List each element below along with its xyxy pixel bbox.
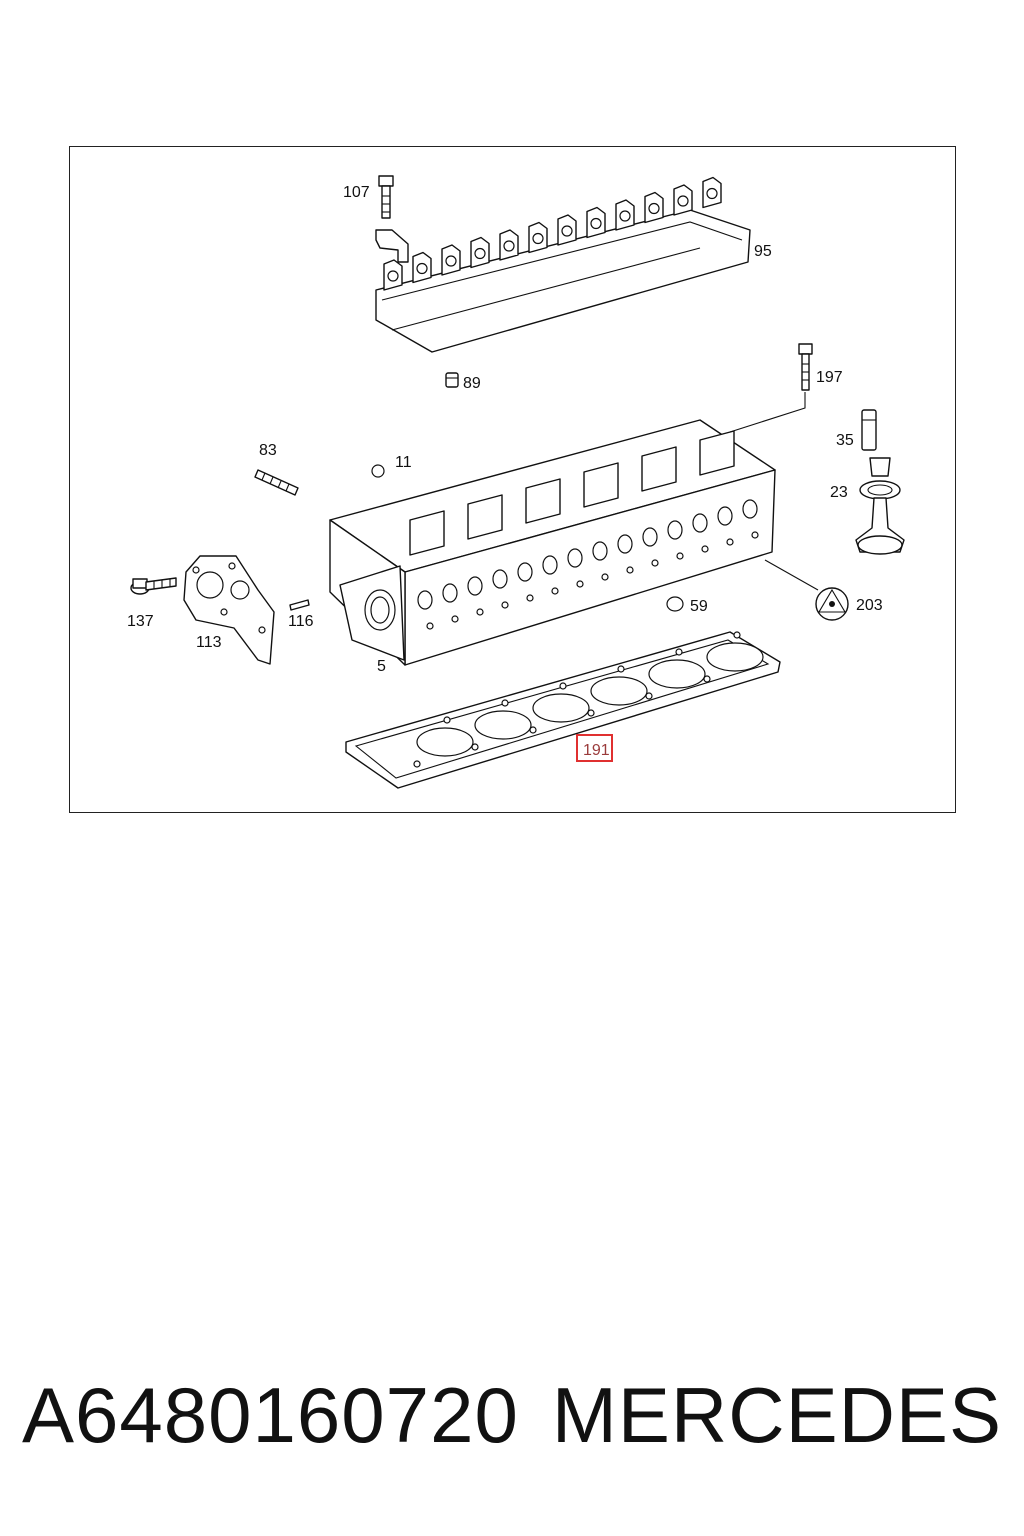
bolt-hole [426, 622, 434, 630]
head-port [717, 506, 733, 526]
gasket-hole [675, 648, 683, 656]
stud-83 [254, 469, 299, 496]
bolt-hole [751, 531, 759, 539]
bolt-197 [729, 343, 813, 433]
head-bay [641, 446, 677, 492]
highlight-box [576, 734, 613, 762]
rocker-roller [706, 187, 718, 200]
callout-59: 59 [690, 598, 708, 615]
head-port [567, 548, 583, 568]
gasket-hole [617, 665, 625, 673]
gasket-bore [416, 727, 474, 757]
gasket-hole [471, 743, 479, 751]
head-bay [525, 478, 561, 524]
callout-203: 203 [856, 597, 883, 614]
gasket-hole [501, 699, 509, 707]
brand-name: MERCEDES [551, 1371, 1002, 1459]
gasket-hole [443, 716, 451, 724]
callout-107: 107 [343, 184, 370, 201]
oring-11 [371, 464, 385, 478]
rocker-roller [590, 217, 602, 230]
gasket-hole [587, 709, 595, 717]
head-port [517, 562, 533, 582]
plug-203 [764, 559, 849, 621]
bolt-hole [726, 538, 734, 546]
bolt-hole [626, 566, 634, 574]
callout-191: 191 [583, 742, 610, 759]
rocker-roller [532, 232, 544, 245]
rocker-carrier-95 [375, 176, 751, 353]
rocker-roller [503, 240, 515, 252]
callout-89: 89 [463, 375, 481, 392]
gasket-bore [532, 693, 590, 723]
bolt-107 [375, 175, 409, 263]
tappet-35 [861, 409, 877, 451]
gasket-bore [648, 659, 706, 689]
exploded-parts-diagram: 107 95 89 197 83 11 35 23 137 113 116 59… [127, 175, 905, 789]
head-port [667, 520, 683, 540]
bolt-hole [551, 587, 559, 595]
gasket-hole [413, 760, 421, 768]
head-port [642, 527, 658, 547]
head-port [467, 576, 483, 596]
end-cover-113 [183, 555, 275, 665]
footer: A6480160720 MERCEDES [0, 1370, 1024, 1470]
part-number: A6480160720 [22, 1371, 519, 1459]
seal-59 [666, 596, 684, 612]
head-port [542, 555, 558, 575]
rocker-roller [561, 225, 573, 237]
bolt-hole [601, 573, 609, 581]
head-bay [583, 462, 619, 508]
rocker-roller [445, 255, 457, 267]
head-bay [467, 494, 503, 540]
bolt-137 [130, 577, 177, 595]
callout-197: 197 [816, 369, 843, 386]
gasket-hole [529, 726, 537, 734]
callout-35: 35 [836, 432, 854, 449]
rocker-roller [648, 202, 660, 215]
head-port [592, 541, 608, 561]
head-port [492, 569, 508, 589]
bolt-hole [576, 580, 584, 588]
head-bay [409, 510, 445, 556]
callout-116: 116 [288, 613, 314, 630]
head-port [617, 534, 633, 554]
rocker-roller [474, 247, 486, 260]
bolt-hole [501, 601, 509, 609]
rocker-roller [677, 195, 689, 207]
gasket-bore [474, 710, 532, 740]
callout-83: 83 [259, 442, 277, 459]
bushing-89 [445, 372, 459, 388]
bolt-hole [676, 552, 684, 560]
head-port [442, 583, 458, 603]
head-port [692, 513, 708, 533]
gasket-hole [645, 692, 653, 700]
head-port [417, 590, 433, 610]
rocker-roller [619, 210, 631, 222]
bolt-hole [476, 608, 484, 616]
head-gasket-191 [345, 631, 781, 789]
valve-23 [855, 457, 905, 555]
pin-116 [289, 599, 310, 611]
bolt-hole [526, 594, 534, 602]
bolt-hole [651, 559, 659, 567]
cylinder-head-5 [329, 419, 776, 666]
gasket-hole [559, 682, 567, 690]
rocker-roller [387, 270, 399, 282]
gasket-bore [590, 676, 648, 706]
callout-137: 137 [127, 613, 154, 630]
gasket-hole [733, 631, 741, 639]
rocker-roller [416, 262, 428, 275]
bolt-hole [451, 615, 459, 623]
bolt-hole [701, 545, 709, 553]
callout-113: 113 [196, 634, 222, 651]
callout-23: 23 [830, 484, 848, 501]
gasket-bore [706, 642, 764, 672]
callout-5: 5 [377, 658, 386, 675]
head-port [742, 499, 758, 519]
gasket-hole [703, 675, 711, 683]
callout-95: 95 [754, 243, 772, 260]
head-bay [699, 430, 735, 476]
callout-11: 11 [395, 454, 412, 471]
